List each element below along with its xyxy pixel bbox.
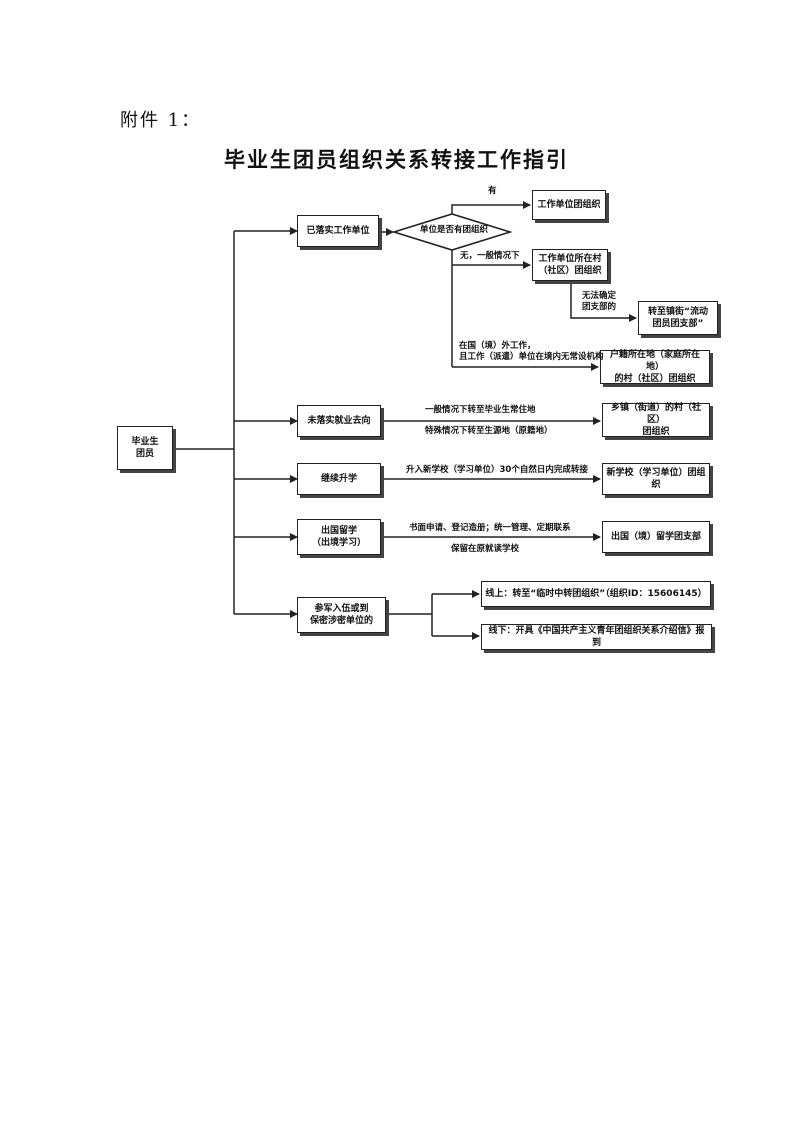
node-floating-branch: 转至镇街“流动 团员团支部” xyxy=(638,301,718,335)
node-work-unit-org: 工作单位团组织 xyxy=(532,190,606,220)
decision-diamond xyxy=(391,213,513,251)
node-employed: 已落实工作单位 xyxy=(297,215,379,247)
node-study-abroad: 出国留学 （出境学习） xyxy=(297,519,381,555)
edge-label-no-general: 无，一般情况下 xyxy=(460,251,520,261)
attachment-label: 附件 1： xyxy=(120,110,202,131)
node-village-org: 工作单位所在村 （社区）团组织 xyxy=(532,249,608,281)
edge-label-unemployed-special: 特殊情况下转至生源地（原籍地） xyxy=(425,426,553,436)
node-unemployed: 未落实就业去向 xyxy=(297,405,381,437)
edge-label-unemployed-general: 一般情况下转至毕业生常住地 xyxy=(425,405,536,415)
node-military: 参军入伍或到 保密涉密单位的 xyxy=(297,597,386,633)
node-new-school-org: 新学校（学习单位）团组织 xyxy=(602,463,710,495)
node-decision-label: 单位是否有团组织 xyxy=(419,225,488,235)
cannot-determine-branch xyxy=(570,280,637,322)
node-root: 毕业生 团员 xyxy=(117,426,173,470)
node-further-study: 继续升学 xyxy=(297,463,381,495)
node-offline: 线下：开具《中国共产主义青年团组织关系介绍信》报到 xyxy=(481,624,712,650)
edge-label-abroad-1: 书面申请、登记造册；统一管理、定期联系 xyxy=(409,523,571,533)
yes-branch xyxy=(451,201,531,214)
node-abroad-branch: 出国（境）留学团支部 xyxy=(602,521,710,553)
edge-label-cannot-determine: 无法确定 团支部的 xyxy=(582,291,617,313)
edge-label-overseas-work: 在国（境）外工作， 且工作（派遣）单位在境内无常设机构 xyxy=(459,341,604,363)
node-township-org: 乡镇（街道）的村（社区） 团组织 xyxy=(602,403,710,437)
edge-label-abroad-2: 保留在原就读学校 xyxy=(451,544,520,554)
node-hukou-org: 户籍所在地（家庭所在地） 的村（社区）团组织 xyxy=(600,350,710,384)
node-online: 线上：转至“临时中转团组织”（组织ID：15606145） xyxy=(481,581,711,607)
page-title: 毕业生团员组织关系转接工作指引 xyxy=(224,148,569,172)
edge-label-yes: 有 xyxy=(488,186,497,196)
edge-label-further-study: 升入新学校（学习单位）30个自然日内完成转接 xyxy=(406,465,588,475)
